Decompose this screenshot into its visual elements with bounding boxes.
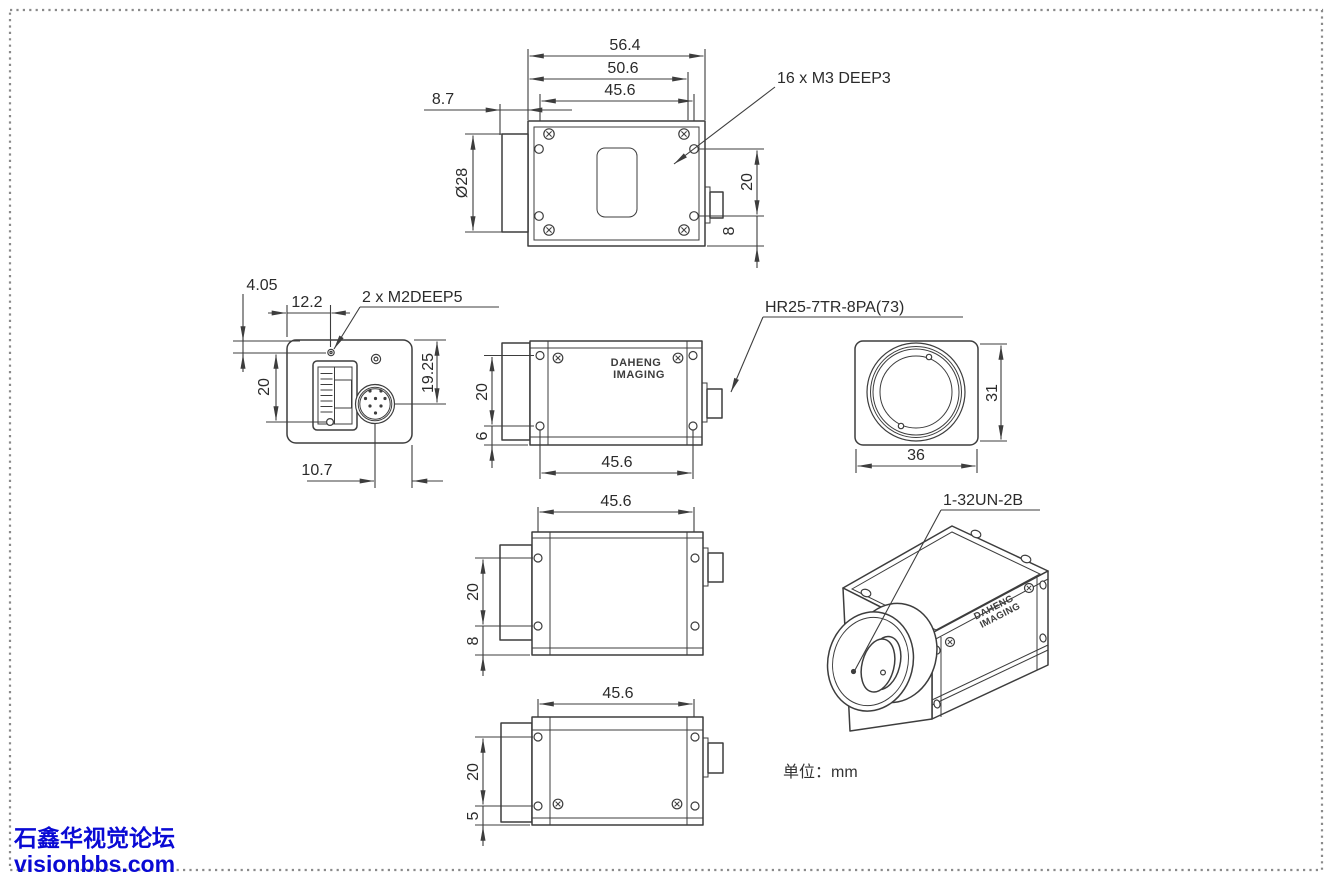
- iso-view: DAHENG IMAGING 1-32UN-2B: [826, 492, 1049, 732]
- callout-m2-holes: 2 x M2DEEP5: [362, 289, 463, 306]
- lens-bore: [860, 638, 896, 693]
- front-view: 31 36: [854, 340, 1007, 473]
- watermark-site-url: visionbbs.com: [14, 851, 175, 877]
- dotted-border: [8, 8, 1324, 872]
- dim-conn-offset: 19.25: [420, 353, 437, 393]
- hirose-connector: [354, 383, 396, 425]
- side-view-bottom: 45.6 20 5: [465, 685, 724, 846]
- dim-conn-to-edge: 10.7: [301, 462, 332, 479]
- dim-hole-span: 45.6: [600, 493, 631, 510]
- dim-width: 36: [907, 447, 925, 464]
- dim-hole-to-bottom: 8: [465, 636, 482, 645]
- back-view: 4.05 12.2 2 x M2DEEP5 20 19.25 10.7: [233, 277, 499, 488]
- dim-body-width: 50.6: [607, 60, 638, 77]
- power-connector: [706, 388, 723, 419]
- dim-m2-from-top: 4.05: [246, 277, 277, 294]
- dim-hole-to-edge: 8: [721, 226, 738, 235]
- dim-hole-pitch: 20: [465, 763, 482, 781]
- screw-icon: [543, 224, 555, 236]
- dim-hole-span: 45.6: [602, 685, 633, 702]
- dim-hole-span: 45.6: [601, 454, 632, 471]
- dim-hole-to-bottom: 6: [474, 431, 491, 440]
- lens-mount-ring: [866, 342, 966, 442]
- dim-lens-diameter: Ø28: [454, 168, 471, 198]
- dim-hole-pitch: 20: [465, 583, 482, 601]
- brand-logo-line2: IMAGING: [613, 369, 665, 381]
- callout-lens-thread: 1-32UN-2B: [943, 492, 1023, 509]
- hirose-pins: [363, 389, 387, 415]
- pilot-hole: [326, 418, 335, 427]
- power-connector: [709, 191, 724, 219]
- screw-icon: [672, 352, 684, 364]
- screw-icon: [1023, 582, 1035, 594]
- dim-overall-width: 56.4: [609, 37, 640, 54]
- screw-icon: [678, 128, 690, 140]
- screw-icon: [552, 352, 564, 364]
- units-note: 单位：mm: [783, 763, 858, 781]
- dim-hole-pitch: 20: [474, 383, 491, 401]
- screw-icon: [671, 798, 683, 810]
- brand-logo-line1: DAHENG: [611, 357, 662, 369]
- dim-m2-from-left: 12.2: [291, 294, 322, 311]
- screw-icon: [944, 636, 956, 648]
- dim-hole-pitch: 20: [256, 378, 273, 396]
- top-view: 56.4 50.6 45.6 8.7 Ø28 20 8 16 x M3 DEEP…: [424, 37, 891, 268]
- power-connector: [707, 552, 724, 583]
- side-view-mid: 45.6 20 8: [465, 493, 724, 676]
- screw-icon: [543, 128, 555, 140]
- dim-hole-span: 45.6: [604, 82, 635, 99]
- callout-hirose: HR25-7TR-8PA(73): [765, 299, 904, 316]
- watermark-forum-name: 石鑫华视觉论坛: [13, 825, 175, 851]
- dim-hole-to-bottom: 5: [465, 811, 482, 820]
- dim-hole-pitch: 20: [739, 173, 756, 191]
- callout-m3-holes: 16 x M3 DEEP3: [777, 70, 891, 87]
- screw-icon: [678, 224, 690, 236]
- screw-icon: [552, 798, 564, 810]
- power-connector: [707, 742, 724, 774]
- side-view-logo: DAHENG IMAGING 45.6 20 6 HR25-7TR-8PA(73…: [474, 299, 963, 479]
- leader-dot: [850, 668, 857, 675]
- dim-lens-protrusion: 8.7: [432, 91, 454, 108]
- rj45-pins: [320, 367, 352, 424]
- dim-height: 31: [984, 384, 1001, 402]
